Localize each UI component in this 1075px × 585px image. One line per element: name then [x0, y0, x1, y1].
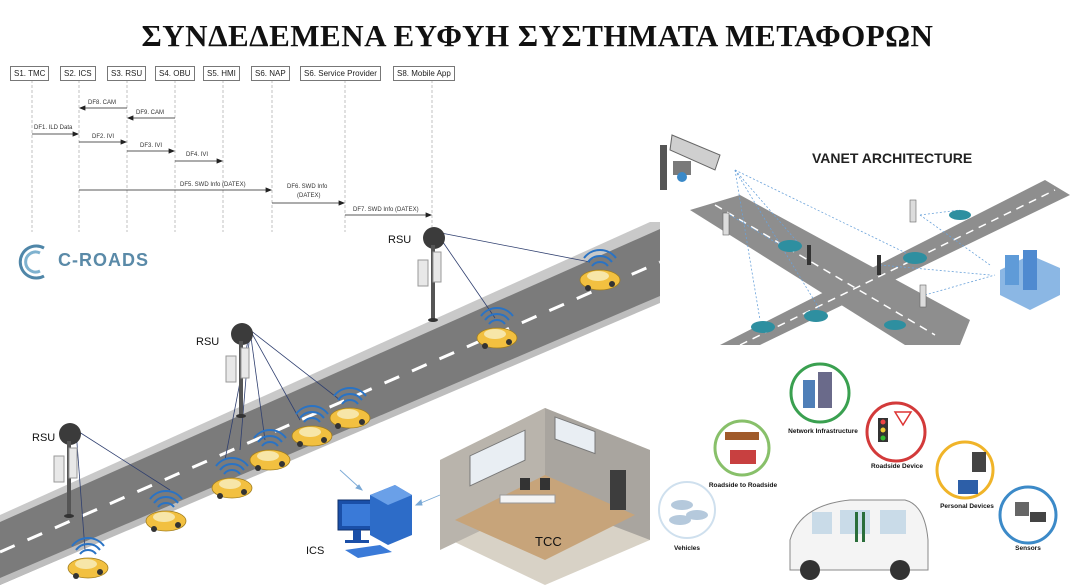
message-label: DF2. IVI — [92, 134, 115, 140]
connected-car — [579, 249, 621, 291]
ics-computer — [337, 485, 412, 558]
iot-roadside-device: Roadside Device — [870, 463, 924, 470]
message-label: DF1. ILD Data — [34, 125, 73, 131]
iot-sensors: Sensors — [1015, 545, 1041, 552]
message-label: DF7. SWD Info (DATEX) — [353, 207, 419, 213]
connected-car — [67, 537, 109, 579]
lane-nap: S6. NAP — [251, 66, 290, 81]
connected-car — [329, 387, 371, 429]
vanet-title: VANET ARCHITECTURE — [812, 150, 973, 166]
lane-mobile-app: S8. Mobile App — [393, 66, 455, 81]
iot-roadside-to-roadside: Roadside to Roadside — [708, 482, 778, 489]
page-title: ΣΥΝΔΕΔΕΜΕΝΑ ΕΥΦΥΗ ΣΥΣΤΗΜΑΤΑ ΜΕΤΑΦΟΡΩΝ — [141, 18, 934, 53]
tcc-control-room — [440, 408, 650, 585]
rsu-poles — [53, 227, 445, 518]
connected-car — [476, 307, 518, 349]
connected-cars — [67, 249, 621, 579]
message-label: DF4. IVI — [186, 152, 209, 158]
rsu-label: RSU — [196, 336, 220, 348]
ics-links — [339, 469, 441, 506]
message-label: DF6. SWD Info — [287, 184, 328, 190]
connected-car — [211, 457, 253, 499]
message-label: DF9. CAM — [136, 110, 165, 116]
lane-hmi: S5. HMI — [203, 66, 240, 81]
lane-service-provider: S6. Service Provider — [300, 66, 381, 81]
lane-obu: S4. OBU — [155, 66, 195, 81]
lane-ics: S2. ICS — [60, 66, 96, 81]
c-roads-logo-mark — [18, 244, 45, 280]
c-roads-logo-text: C-ROADS — [58, 250, 149, 270]
iot-hub — [658, 362, 1058, 580]
vanet-diagram — [660, 134, 1070, 346]
lifelines — [31, 80, 433, 232]
tcc-label: TCC — [535, 534, 562, 549]
message-label: (DATEX) — [297, 193, 321, 199]
connected-car — [291, 405, 333, 447]
message-label: DF8. CAM — [88, 100, 117, 106]
connected-car — [249, 429, 291, 471]
ics-label: ICS — [306, 545, 325, 557]
lane-rsu: S3. RSU — [107, 66, 147, 81]
iot-vehicles: Vehicles — [673, 545, 701, 552]
iot-network-infrastructure: Network Infrastructure — [788, 428, 858, 435]
connected-car — [145, 490, 187, 532]
message-label: DF3. IVI — [140, 143, 163, 149]
rsu-label: RSU — [32, 432, 56, 444]
vanet-buildings — [1000, 250, 1060, 310]
message-arrows — [32, 105, 433, 218]
lane-tmc: S1. TMC — [10, 66, 50, 81]
message-label: DF5. SWD Info (DATEX) — [180, 182, 246, 188]
rsu-label: RSU — [388, 234, 412, 246]
iot-personal-devices: Personal Devices — [940, 503, 994, 510]
